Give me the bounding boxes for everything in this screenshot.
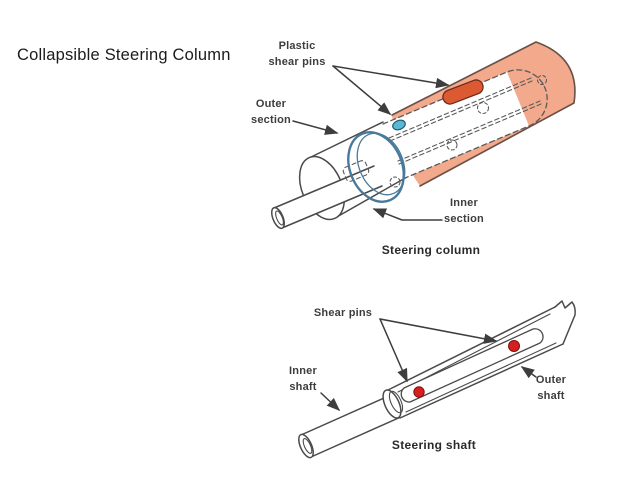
label-inner-section: Inner section <box>444 197 484 225</box>
column-shaft-end-rim <box>275 210 284 226</box>
inner-section-top-edge <box>308 121 384 159</box>
collar-ring-inner <box>356 132 406 196</box>
shaft-leader-arrows <box>320 318 537 412</box>
inner-shaft-end-rim <box>302 438 313 454</box>
outer-shaft-broken-end <box>554 300 576 345</box>
hidden-shaft-lines <box>388 77 542 165</box>
dashed-end-detail <box>536 74 548 86</box>
leader-slot-arrow <box>332 65 450 89</box>
leader-inner-shaft-arrow <box>320 392 341 412</box>
shear-pin <box>413 386 425 398</box>
label-inner-shaft: Inner shaft <box>289 365 317 393</box>
leader-plastic-pin-arrow <box>332 65 392 115</box>
label-shear-pins: Shear pins <box>313 307 373 320</box>
leader-outer-shaft-arrow <box>520 366 537 379</box>
inner-shaft-end-cap <box>298 433 314 459</box>
inner-shaft-bottom-edge <box>310 415 404 458</box>
inner-shaft-body <box>301 394 403 457</box>
leader-shear-pin2-arrow <box>379 318 498 344</box>
dashed-window-detail <box>342 160 370 182</box>
plastic-shear-pin <box>392 119 406 131</box>
outer-shaft-top-edge <box>387 306 556 391</box>
leader-inner-section-arrow <box>372 208 443 221</box>
plastic-shear-pin-slot <box>442 79 484 105</box>
outer-shaft-mouth-rim <box>388 390 404 414</box>
outer-section-outline <box>391 41 576 187</box>
inner-shaft-top-edge <box>300 393 394 436</box>
label-plastic-shear-pins: Plastic shear pins <box>268 40 326 68</box>
dashed-pin-hole <box>446 139 458 151</box>
slide-title: Collapsible Steering Column <box>17 46 231 64</box>
steering-shaft-illustration <box>298 300 576 459</box>
steering-column-illustration <box>271 41 576 230</box>
caption-steering-shaft: Steering shaft <box>391 438 477 452</box>
shear-pin <box>508 340 520 352</box>
shear-pin-slot <box>400 328 544 403</box>
inner-section-hidden-outline <box>382 69 548 179</box>
label-outer-section: Outer section <box>251 98 291 126</box>
leader-shear-pin1-arrow <box>379 318 408 383</box>
column-shaft-bottom-edge <box>281 185 383 229</box>
dashed-hole-detail <box>389 176 401 188</box>
leader-outer-section-arrow <box>292 120 339 135</box>
column-shaft-top-edge <box>273 165 375 209</box>
outer-shaft-bottom-edge <box>399 343 564 419</box>
column-shaft-end-cap <box>271 206 285 230</box>
dashed-pin-hole <box>476 101 490 115</box>
outer-shaft-bottom-wall-line <box>405 342 557 413</box>
caption-steering-column: Steering column <box>381 243 481 257</box>
column-leader-arrows <box>292 65 450 221</box>
label-outer-shaft: Outer shaft <box>535 374 567 402</box>
collar-ring-outer <box>347 131 405 203</box>
